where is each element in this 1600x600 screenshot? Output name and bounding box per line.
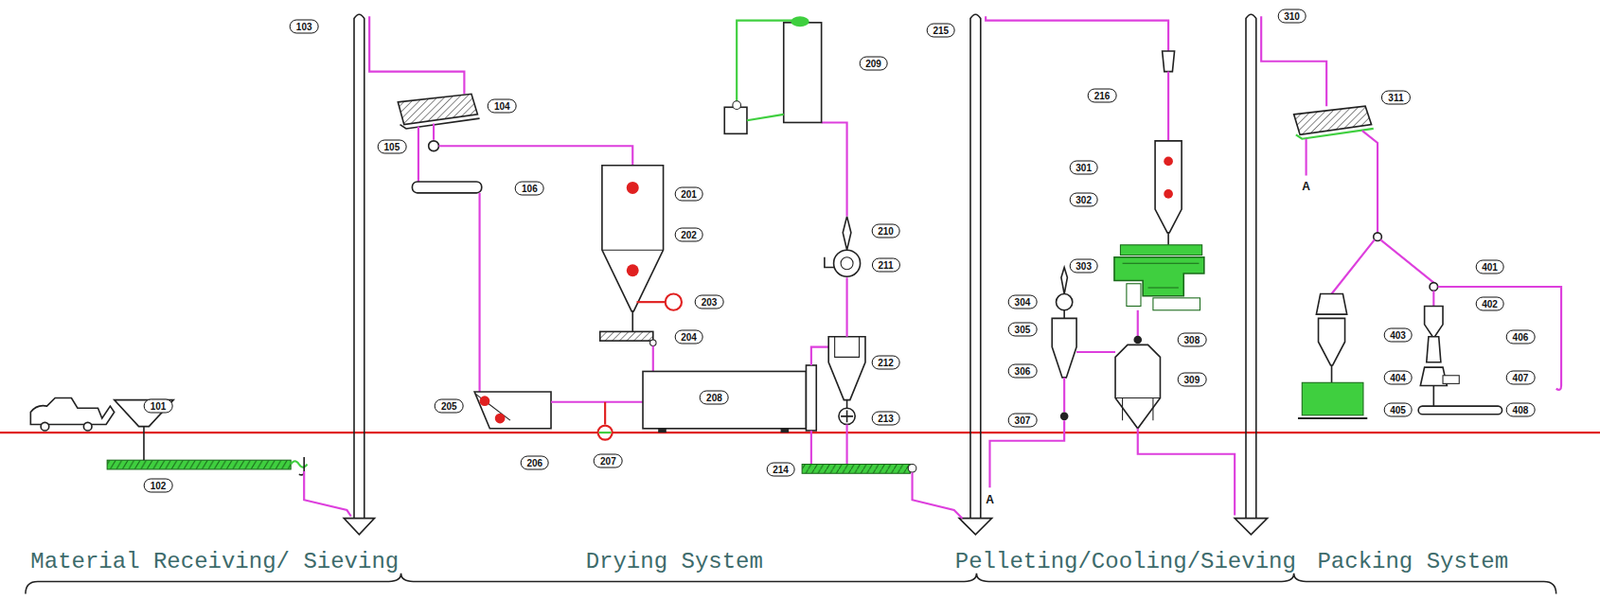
callout-number: 401	[1475, 260, 1505, 275]
callout-number: 408	[1506, 403, 1536, 418]
callout-number: 210	[871, 223, 901, 238]
callout-number: 215	[925, 23, 956, 38]
callout-number: 213	[871, 410, 901, 426]
callout-number: 214	[765, 462, 796, 477]
callout-number: 402	[1475, 297, 1505, 312]
callout-number: 101	[143, 398, 174, 413]
callout-number: 203	[694, 295, 725, 310]
callout-number: 306	[1008, 364, 1038, 379]
callout-number: 305	[1008, 322, 1038, 338]
callout-number: 406	[1506, 329, 1536, 344]
callout-number: 204	[674, 329, 704, 344]
callout-number: 207	[593, 454, 623, 469]
callout-number: 302	[1068, 193, 1099, 208]
callout-number: 209	[858, 55, 889, 71]
callout-number: 206	[519, 456, 550, 471]
callout-number: 310	[1277, 9, 1307, 24]
callout-number: 202	[674, 227, 704, 242]
callout-number: 307	[1008, 413, 1038, 428]
callout-number: 301	[1068, 160, 1099, 175]
callout-number: 208	[699, 391, 729, 406]
callout-number: 216	[1087, 88, 1118, 104]
callout-number: 403	[1383, 327, 1413, 342]
callout-number: 201	[674, 186, 704, 201]
callout-number: 103	[289, 19, 320, 35]
callout-number: 212	[871, 355, 901, 370]
callout-number: 405	[1383, 403, 1413, 418]
callout-number: 104	[487, 99, 517, 114]
section-name: Drying System	[586, 549, 764, 575]
connector-letter: A	[984, 493, 996, 507]
callout-number: 304	[1008, 295, 1038, 310]
callout-number: 303	[1068, 259, 1099, 274]
section-name: Packing System	[1316, 549, 1509, 575]
callout-number: 407	[1506, 370, 1536, 385]
callout-number: 211	[871, 258, 900, 273]
section-name: Pelleting/Cooling/Sieving	[955, 549, 1297, 575]
callout-number: 102	[143, 479, 174, 494]
connector-letter: A	[1300, 179, 1312, 194]
callout-number: 309	[1177, 372, 1208, 387]
section-name: Material Receiving/ Sieving	[30, 549, 399, 575]
callout-number: 308	[1177, 332, 1208, 347]
callout-number: 105	[377, 140, 408, 155]
callout-number: 205	[434, 398, 464, 413]
callout-number: 311	[1381, 90, 1410, 106]
callout-number: 404	[1383, 370, 1413, 385]
callout-number: 106	[515, 181, 545, 196]
